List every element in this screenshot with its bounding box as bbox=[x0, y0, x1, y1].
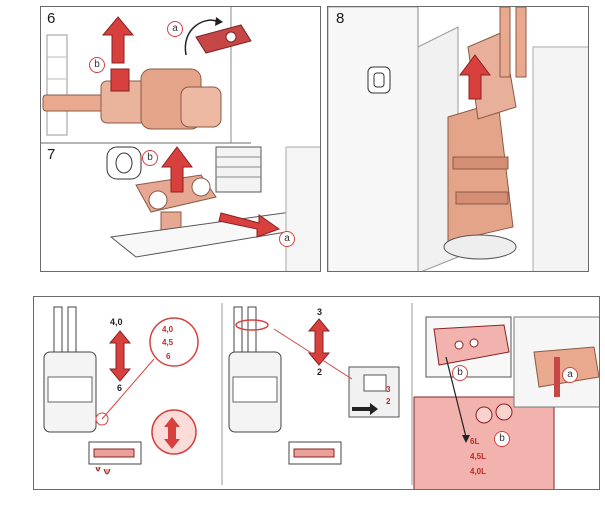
callout-a-vol3: a bbox=[562, 367, 578, 383]
vol1-top-label: 4,0 bbox=[110, 317, 123, 327]
vol2-scale-1: 2 bbox=[386, 397, 391, 406]
vol3-scale-2: 4,0L bbox=[470, 467, 487, 476]
vol1-scale-0: 4,0 bbox=[162, 325, 174, 334]
panel-8-illustration bbox=[328, 7, 588, 271]
callout-b-step6: b bbox=[89, 57, 105, 73]
vol1-scale-1: 4,5 bbox=[162, 338, 174, 347]
vol3-scale-0: 6L bbox=[470, 437, 480, 446]
vol3-scale-1: 4,5L bbox=[470, 452, 487, 461]
callout-a-step7: a bbox=[279, 231, 295, 247]
callout-b-vol3-upper: b bbox=[452, 365, 468, 381]
step-number-7: 7 bbox=[47, 146, 56, 163]
vol2-bottom-label: 2 bbox=[317, 367, 323, 377]
panel-steps-6-7: 6 7 a b b a bbox=[40, 6, 321, 272]
panel-flush-volume: 4,0 6 4,0 4,5 6 3 2 3 2 6L 4,5L 4,0L b b… bbox=[33, 296, 600, 490]
vol1-scale-2: 6 bbox=[166, 352, 171, 361]
vol2-scale-0: 3 bbox=[386, 385, 391, 394]
panel-6-7-illustration bbox=[41, 7, 320, 271]
callout-a-step6: a bbox=[167, 21, 183, 37]
callout-b-vol3-lower: b bbox=[494, 431, 510, 447]
vol1-bottom-label: 6 bbox=[117, 383, 123, 393]
vol2-top-label: 3 bbox=[317, 307, 323, 317]
panel-step-8: 8 bbox=[327, 6, 589, 272]
step-number-8: 8 bbox=[336, 10, 345, 27]
step-number-6: 6 bbox=[47, 10, 56, 27]
callout-b-step7: b bbox=[142, 150, 158, 166]
